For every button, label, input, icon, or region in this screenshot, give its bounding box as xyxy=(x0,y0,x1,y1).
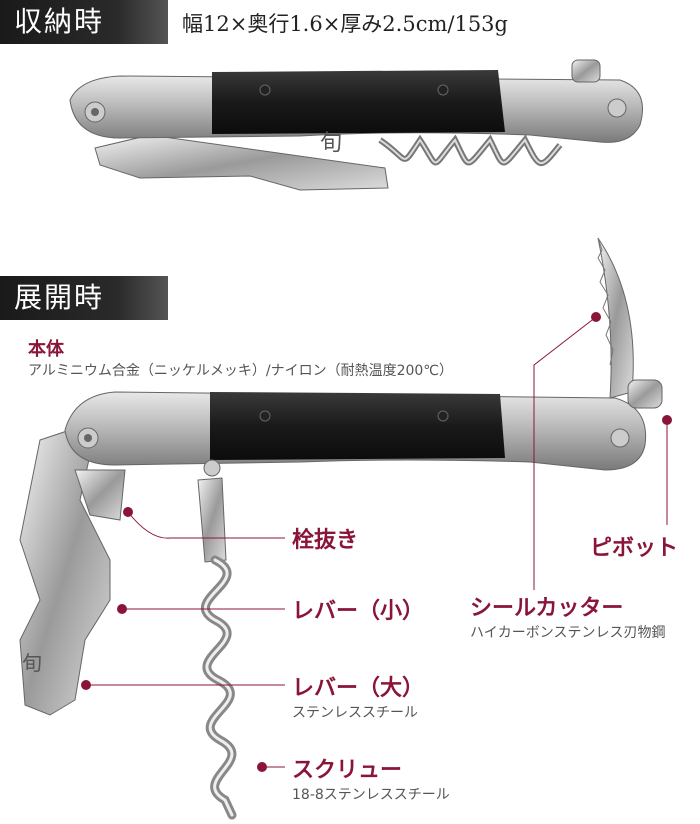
open-corkscrew: 旬 xyxy=(19,237,663,820)
stored-state-banner: 収納時 xyxy=(0,0,168,44)
lever-large-material: ステンレススチール xyxy=(292,705,418,721)
body-title: 本体 xyxy=(28,339,64,360)
pivot-title: ピボット xyxy=(590,536,679,561)
svg-text:旬: 旬 xyxy=(22,651,42,675)
body-material: アルミニウム合金（ニッケルメッキ）/ナイロン（耐熱温度200℃） xyxy=(28,363,454,379)
screw-material: 18-8ステンレススチール xyxy=(292,787,450,803)
svg-text:旬: 旬 xyxy=(320,131,342,156)
lever-small-title: レバー（小） xyxy=(292,599,425,624)
open-state-banner: 展開時 xyxy=(0,276,168,320)
bottle-opener-title: 栓抜き xyxy=(292,528,359,553)
lever-large-title: レバー（大） xyxy=(292,676,425,701)
closed-corkscrew: 旬 xyxy=(69,59,643,191)
seal-cutter-title: シールカッター xyxy=(470,596,624,621)
screw-title: スクリュー xyxy=(292,758,403,783)
seal-cutter-material: ハイカーボンステンレス刃物鋼 xyxy=(470,625,666,641)
dimensions-text: 幅12×奥行1.6×厚み2.5cm/153g xyxy=(182,12,508,36)
callout-dots xyxy=(81,312,672,772)
